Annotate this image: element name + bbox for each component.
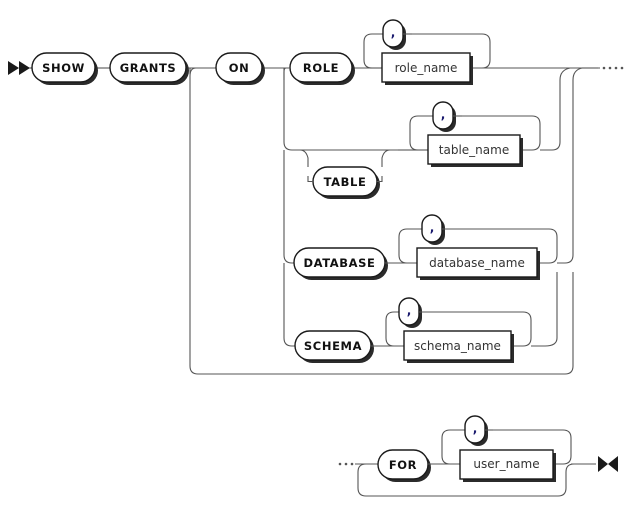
nonterminal-schema-name-label: schema_name	[414, 339, 501, 353]
terminal-grants[interactable]: GRANTS	[109, 52, 189, 85]
terminal-on[interactable]: ON	[215, 52, 265, 85]
nonterminal-database-name[interactable]: database_name	[416, 247, 540, 280]
terminal-table[interactable]: TABLE	[312, 166, 380, 199]
start-marker-icon	[8, 61, 33, 75]
terminal-role-label: ROLE	[303, 61, 339, 75]
terminal-schema[interactable]: SCHEMA	[294, 330, 374, 363]
nonterminal-table-name-label: table_name	[439, 143, 509, 157]
comma-separator-schema: ,	[398, 297, 422, 328]
end-marker-icon	[598, 456, 618, 472]
comma-label: ,	[441, 108, 446, 122]
continuation-dots-top	[602, 66, 624, 70]
comma-separator-user: ,	[464, 415, 488, 446]
nonterminal-role-name[interactable]: role_name	[381, 52, 473, 85]
comma-separator-role: ,	[382, 19, 406, 50]
terminal-for-label: FOR	[389, 458, 417, 472]
nonterminal-table-name[interactable]: table_name	[427, 134, 523, 167]
nonterminal-role-name-label: role_name	[395, 61, 458, 75]
nonterminal-user-name[interactable]: user_name	[459, 449, 556, 482]
comma-separator-database: ,	[421, 214, 445, 245]
comma-separator-table: ,	[432, 101, 456, 132]
continuation-dots-bottom	[338, 462, 354, 466]
terminal-grants-label: GRANTS	[120, 61, 177, 75]
terminal-database[interactable]: DATABASE	[293, 247, 388, 280]
nonterminal-schema-name[interactable]: schema_name	[403, 330, 514, 363]
nonterminal-user-name-label: user_name	[473, 457, 539, 471]
terminal-for[interactable]: FOR	[377, 449, 431, 482]
comma-label: ,	[473, 422, 478, 436]
nonterminal-database-name-label: database_name	[429, 256, 525, 270]
comma-label: ,	[430, 221, 435, 235]
terminal-database-label: DATABASE	[303, 256, 375, 270]
terminal-schema-label: SCHEMA	[304, 339, 362, 353]
terminal-show-label: SHOW	[42, 61, 85, 75]
comma-label: ,	[391, 26, 396, 40]
terminal-on-label: ON	[229, 61, 250, 75]
comma-label: ,	[407, 304, 412, 318]
terminal-show[interactable]: SHOW	[31, 52, 98, 85]
terminal-role[interactable]: ROLE	[289, 52, 355, 85]
terminal-table-label: TABLE	[324, 175, 367, 189]
